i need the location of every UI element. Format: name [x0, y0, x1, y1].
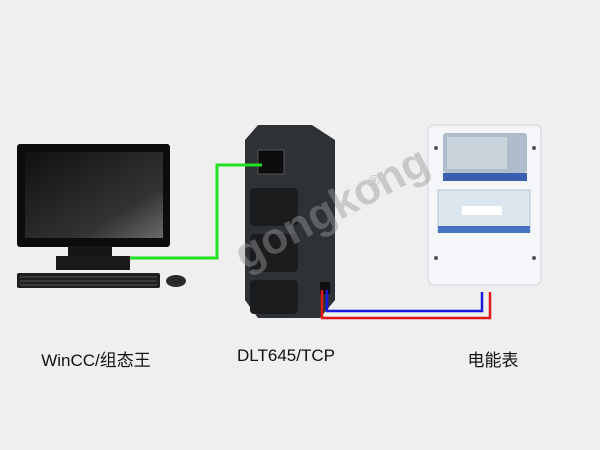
monitor-stand: [68, 246, 112, 258]
rs485-terminal: [320, 282, 330, 294]
gateway-label: DLT645/TCP: [237, 346, 335, 365]
ethernet-cable: [130, 163, 262, 260]
rs485-cable-blue: [325, 290, 484, 313]
meter-label: 电能表: [467, 351, 519, 370]
energy-meter: [427, 124, 542, 286]
monitor-screen: [25, 152, 163, 238]
monitor-base: [56, 256, 130, 270]
ethernet-port: [257, 149, 285, 175]
pc-label: WinCC/组态王: [41, 351, 151, 370]
rs485-cable-red: [320, 290, 492, 320]
computer: [17, 144, 186, 288]
svg-text:®: ®: [368, 173, 380, 190]
dlt645-gateway: [245, 125, 335, 318]
mouse: [166, 275, 186, 287]
